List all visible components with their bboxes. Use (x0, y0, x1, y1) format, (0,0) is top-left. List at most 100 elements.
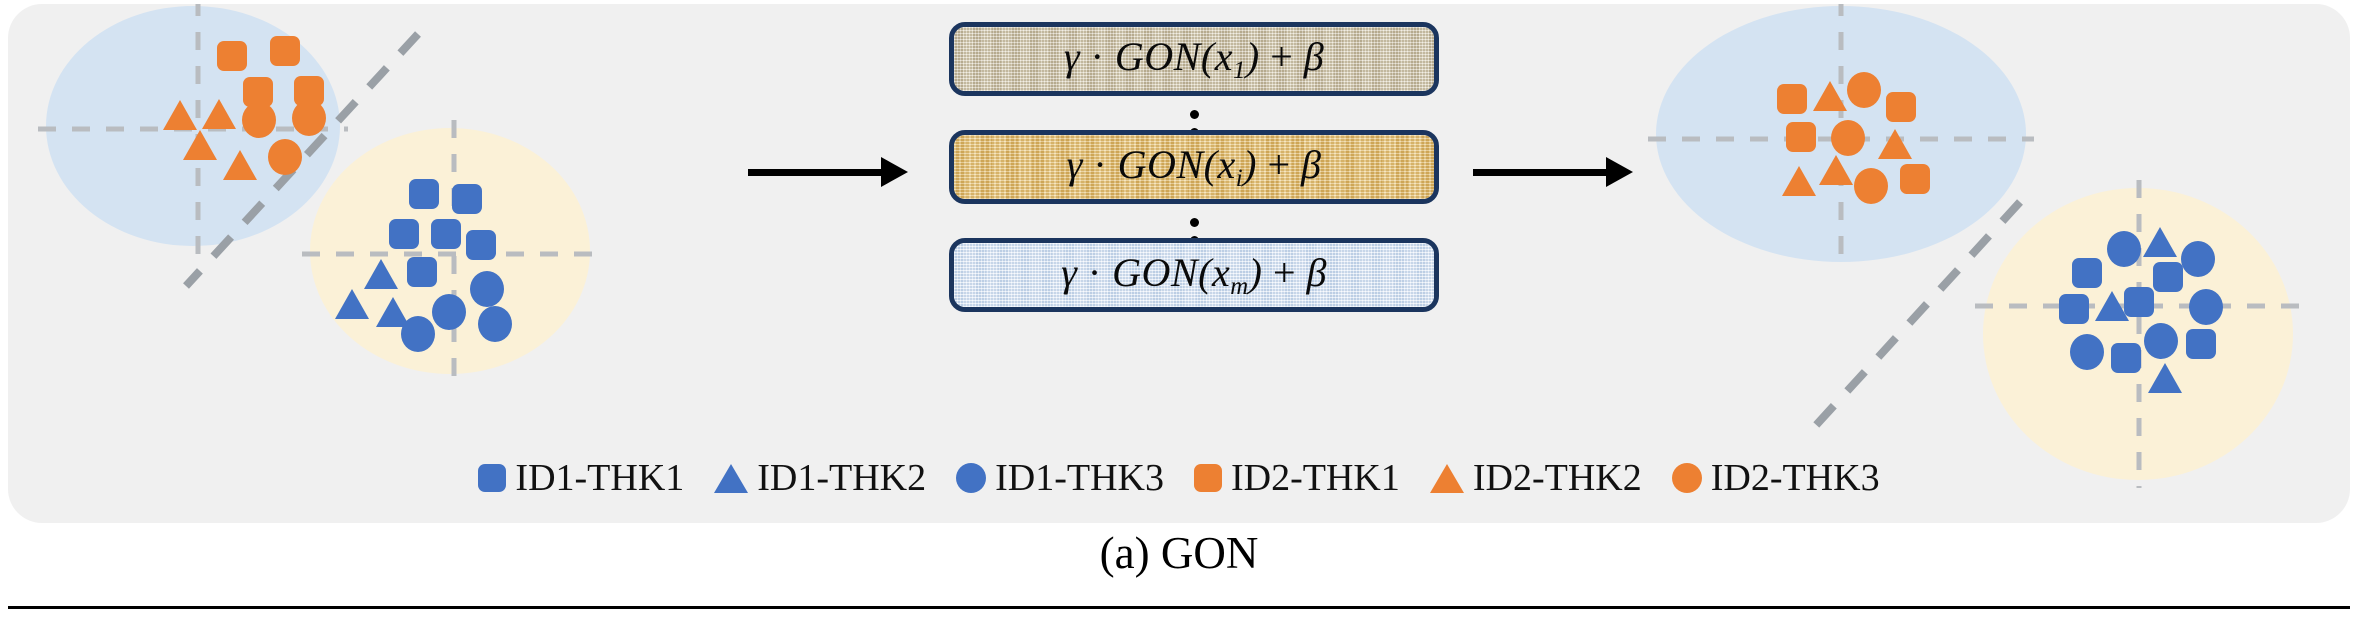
legend-square-icon (478, 464, 507, 492)
cluster-blob-ID1-cluster-cream-ellipse (310, 128, 590, 374)
point-triangle (364, 259, 398, 289)
decision-boundary (1805, 199, 2023, 437)
legend-item-label: ID1-THK1 (515, 457, 685, 499)
point-square (294, 76, 324, 106)
formula-fn: GON (1114, 34, 1201, 80)
formula-open-paren: ( (1198, 250, 1212, 296)
point-circle (2070, 334, 2104, 370)
point-triangle (183, 130, 217, 160)
ellipsis-dot (1189, 218, 1199, 227)
formula-subscript: m (1230, 272, 1249, 300)
point-triangle (1813, 81, 1847, 111)
point-circle (432, 294, 466, 330)
point-circle (470, 271, 504, 307)
formula-beta: β (1306, 250, 1327, 296)
legend-item-label: ID1-THK2 (757, 457, 927, 499)
legend-circle-icon (956, 463, 987, 493)
formula-text-bottom: γ · GON(xm) + β (1061, 249, 1327, 301)
cluster-blob-ID2-cluster-blue-ellipse (46, 6, 340, 246)
point-triangle (376, 297, 410, 327)
formula-subscript: 1 (1232, 56, 1246, 84)
point-circle (1854, 168, 1888, 204)
point-circle (1831, 120, 1865, 156)
legend-item-id1-thk3[interactable]: ID1-THK3 (956, 459, 1164, 497)
legend-item-id2-thk3[interactable]: ID2-THK3 (1671, 457, 1880, 499)
point-circle (292, 100, 326, 136)
legend-item-id2-thk2[interactable]: ID2-THK2 (1429, 457, 1642, 499)
point-circle (2144, 323, 2178, 359)
legend: ID1-THK1 ID1-THK2 ID1-THK3 ID2-THK1 ID2-THK2… (8, 459, 2350, 497)
formula-box-middle[interactable]: γ · GON(xi) + β (949, 130, 1439, 204)
formula-close-paren: ) (1248, 250, 1263, 296)
formula-dot: · (1093, 142, 1108, 188)
point-triangle (2148, 363, 2182, 393)
point-circle (242, 102, 276, 138)
formula-fn: GON (1117, 142, 1204, 188)
formula-gamma: γ (1066, 142, 1083, 188)
legend-item-label: ID2-THK1 (1231, 457, 1400, 499)
point-circle (401, 316, 435, 352)
legend-item-id2-thk1[interactable]: ID2-THK1 (1194, 459, 1400, 497)
arrow-left-to-formulas (748, 157, 908, 187)
decision-boundary (183, 31, 421, 289)
cluster-blob-ID1-cluster-cream-ellipse (1983, 188, 2293, 480)
formula-var: x (1211, 250, 1231, 296)
point-circle (1847, 72, 1881, 108)
formula-subscript: i (1235, 164, 1244, 192)
legend-item-label: ID2-THK3 (1710, 457, 1880, 499)
formula-dot: · (1090, 34, 1105, 80)
formula-box-bottom[interactable]: γ · GON(xm) + β (949, 238, 1439, 312)
figure-caption: (a) GON (1099, 528, 1259, 578)
point-square (2186, 329, 2216, 359)
legend-item-id1-thk1[interactable]: ID1-THK1 (478, 459, 684, 497)
point-circle (2181, 241, 2215, 277)
formula-plus: + (1267, 142, 1291, 188)
point-triangle (163, 100, 197, 130)
formula-open-paren: ( (1200, 34, 1215, 80)
legend-item-id1-thk2[interactable]: ID1-THK2 (714, 459, 926, 497)
point-square (1886, 92, 1916, 122)
formula-texture-gold (954, 135, 1434, 199)
formula-close-paren: ) (1245, 34, 1260, 80)
point-square (2111, 343, 2141, 373)
formula-beta: β (1301, 142, 1322, 188)
formula-var: x (1214, 34, 1233, 80)
formula-text-middle: γ · GON(xi) + β (1067, 141, 1322, 193)
point-circle (268, 139, 302, 175)
point-square (1900, 164, 1930, 194)
point-triangle (1819, 155, 1853, 185)
formula-var: x (1217, 142, 1236, 188)
formula-open-paren: ( (1203, 142, 1218, 188)
point-square (409, 179, 439, 209)
legend-square-icon (1194, 464, 1222, 492)
formula-gamma: γ (1061, 250, 1078, 296)
point-square (389, 219, 419, 249)
formula-plus: + (1272, 250, 1297, 296)
point-square (466, 230, 496, 260)
figure-panel: γ · GON(x1) + β γ · GON(xi) + (8, 4, 2350, 523)
point-triangle (2095, 291, 2129, 321)
formula-texture-beige (954, 27, 1434, 91)
point-triangle (1878, 129, 1912, 159)
legend-circle-icon (1671, 463, 1702, 493)
point-circle (2107, 231, 2141, 267)
formula-close-paren: ) (1243, 142, 1257, 188)
point-square (407, 257, 437, 287)
legend-triangle-icon (1429, 463, 1464, 493)
horizontal-rule (8, 606, 2350, 609)
point-circle (2189, 289, 2223, 325)
point-square (2153, 262, 2183, 292)
legend-item-label: ID2-THK2 (1472, 457, 1642, 499)
point-triangle (202, 99, 236, 129)
formula-gamma: γ (1063, 34, 1081, 80)
legend-triangle-icon (714, 463, 749, 493)
point-square (1777, 84, 1807, 114)
formula-stack: γ · GON(x1) + β γ · GON(xi) + (949, 22, 1439, 312)
point-square (452, 184, 482, 214)
formula-box-top[interactable]: γ · GON(x1) + β (949, 22, 1439, 96)
formula-plus: + (1270, 34, 1294, 80)
point-square (431, 219, 461, 249)
point-triangle (1782, 166, 1816, 196)
ellipsis-dot (1189, 110, 1199, 119)
